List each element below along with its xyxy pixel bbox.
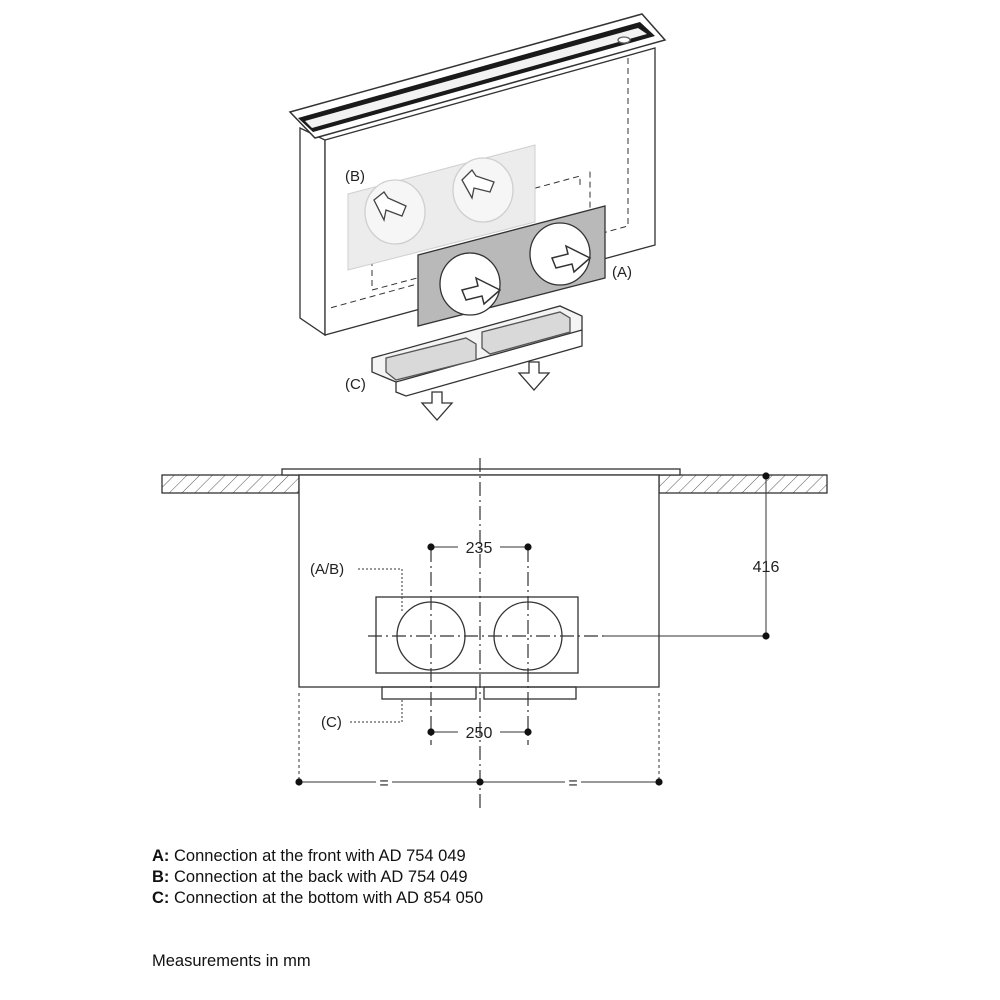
dim-416-label: 416 (753, 559, 780, 576)
isometric-unit-view (288, 13, 667, 421)
worktop-left (161, 474, 300, 494)
front-arrow-right-icon (550, 244, 592, 274)
front-arrow-left-icon (460, 276, 502, 306)
back-arrow-left-icon (373, 191, 407, 222)
bottom-tray-front-edge (395, 330, 583, 397)
top-trim-highlight (305, 28, 647, 128)
legend-text: Connection at the back with AD 754 049 (174, 868, 468, 886)
dot-equal-center (476, 778, 484, 786)
bottom-duct-right (483, 686, 577, 700)
legend-text: Connection at the bottom with AD 854 050 (174, 889, 484, 907)
leader-ab (358, 568, 403, 612)
dot-equal-left (295, 778, 303, 786)
down-arrow-left-icon (420, 391, 454, 421)
dot-250-left (427, 728, 435, 736)
dimension-dots (295, 472, 770, 786)
leader-c (350, 699, 403, 723)
label-b: (B) (345, 168, 365, 185)
port-circle-right (493, 601, 563, 671)
top-trim-knob (617, 36, 631, 44)
dim-235-label: 235 (466, 540, 493, 557)
dot-equal-right (655, 778, 663, 786)
front-port-left (439, 252, 501, 316)
dot-235-right (524, 543, 532, 551)
legend-key: B: (152, 868, 170, 886)
housing-front-face (299, 126, 326, 337)
bottom-tray-right-inner (481, 311, 571, 355)
legend-key: C: (152, 889, 170, 907)
cover-strip (281, 468, 681, 476)
bottom-duct-left (381, 686, 477, 700)
equal-left-label: = (379, 775, 388, 792)
measurement-note: Measurements in mm (152, 952, 311, 970)
legend-row-b: B: Connection at the back with AD 754 04… (152, 867, 483, 888)
dot-416-bottom (762, 632, 770, 640)
port-circle-left (396, 601, 466, 671)
worktop-right (658, 474, 828, 494)
label-c: (C) (345, 376, 366, 393)
dot-416-top (762, 472, 770, 480)
back-arrow-right-icon (461, 168, 495, 200)
equal-right-label: = (568, 775, 577, 792)
hidden-edge-inner-2 (379, 175, 581, 231)
label-a: (A) (612, 264, 632, 281)
down-arrow-right-icon (517, 361, 551, 391)
dot-235-left (427, 543, 435, 551)
legend-row-a: A: Connection at the front with AD 754 0… (152, 846, 483, 867)
dot-250-right (524, 728, 532, 736)
dim-250-label: 250 (466, 725, 493, 742)
legend-key: A: (152, 847, 170, 865)
label-ab: (A/B) (310, 561, 344, 578)
legend: A: Connection at the front with AD 754 0… (152, 846, 483, 909)
legend-text: Connection at the front with AD 754 049 (174, 847, 466, 865)
bottom-tray-left-inner (385, 337, 477, 381)
label-c-plan: (C) (321, 714, 342, 731)
plan-view (161, 458, 828, 808)
legend-row-c: C: Connection at the bottom with AD 854 … (152, 888, 483, 909)
